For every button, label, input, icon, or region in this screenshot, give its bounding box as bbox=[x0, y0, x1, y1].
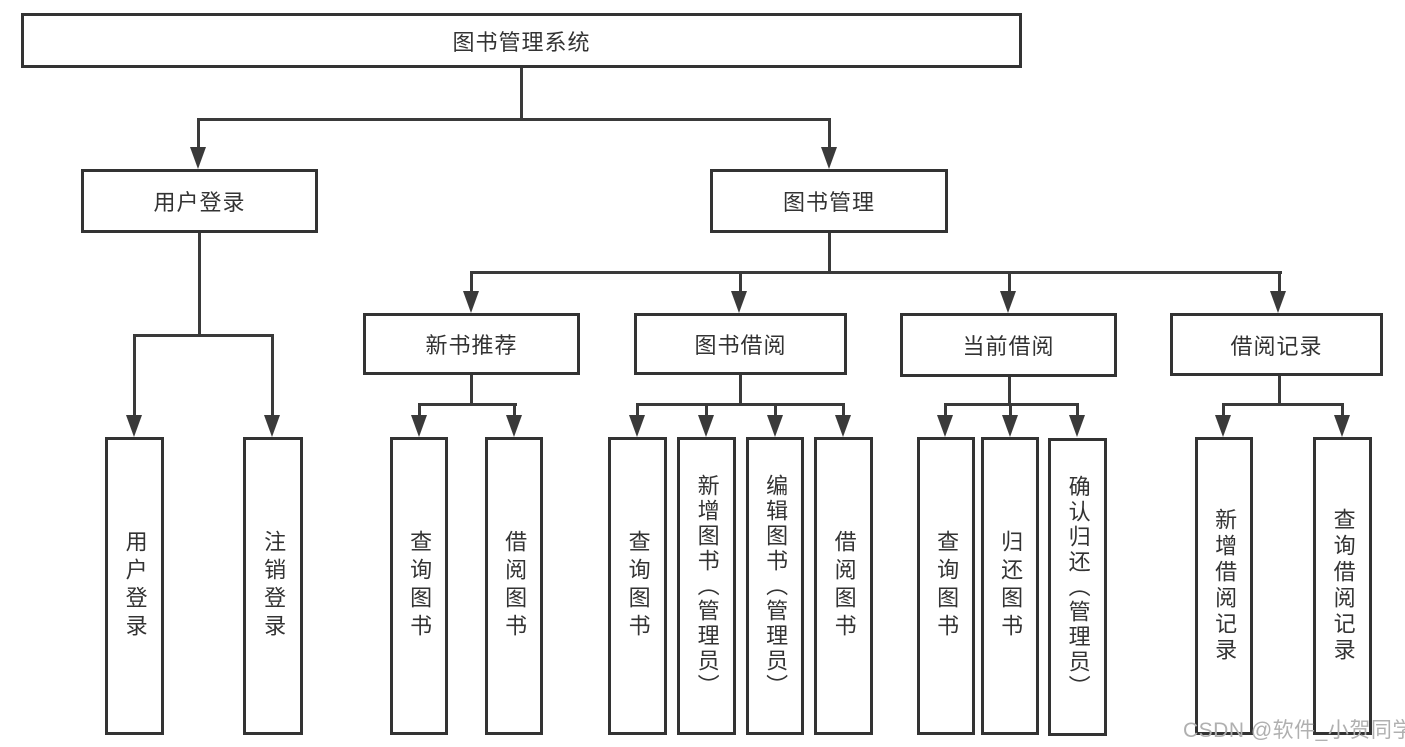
arrowhead-down-icon bbox=[190, 147, 206, 169]
leaf-borrow-book-2-label: 借阅图书 bbox=[831, 530, 857, 642]
line-segment bbox=[1076, 403, 1079, 417]
node-book-borrow: 图书借阅 bbox=[634, 313, 847, 375]
arrowhead-down-icon bbox=[1270, 291, 1286, 313]
line-segment bbox=[197, 118, 200, 150]
line-segment bbox=[133, 334, 274, 337]
arrowhead-down-icon bbox=[937, 415, 953, 437]
leaf-add-book-admin-label: 新增图书（管理员） bbox=[694, 473, 720, 699]
leaf-query-borrow-record-label: 查询借阅记录 bbox=[1330, 508, 1356, 664]
line-segment bbox=[944, 403, 947, 417]
node-user-login: 用户登录 bbox=[81, 169, 318, 233]
leaf-query-book-1-label: 查询图书 bbox=[407, 530, 433, 642]
arrowhead-down-icon bbox=[506, 415, 522, 437]
leaf-query-book-1: 查询图书 bbox=[390, 437, 448, 735]
node-current-borrow: 当前借阅 bbox=[900, 313, 1117, 377]
leaf-edit-book-admin: 编辑图书（管理员） bbox=[746, 437, 804, 735]
leaf-add-book-admin: 新增图书（管理员） bbox=[677, 437, 736, 735]
line-segment bbox=[470, 271, 1282, 274]
leaf-add-borrow-record: 新增借阅记录 bbox=[1195, 437, 1253, 735]
line-segment bbox=[1278, 271, 1281, 293]
leaf-query-borrow-record: 查询借阅记录 bbox=[1313, 437, 1372, 735]
arrowhead-down-icon bbox=[835, 415, 851, 437]
arrowhead-down-icon bbox=[629, 415, 645, 437]
leaf-user-login-label: 用户登录 bbox=[122, 530, 148, 642]
node-book-management-label: 图书管理 bbox=[782, 190, 875, 215]
arrowhead-down-icon bbox=[821, 147, 837, 169]
arrowhead-down-icon bbox=[731, 291, 747, 313]
arrowhead-down-icon bbox=[463, 291, 479, 313]
node-book-borrow-label: 图书借阅 bbox=[694, 333, 787, 358]
leaf-user-login: 用户登录 bbox=[105, 437, 164, 735]
leaf-return-book: 归还图书 bbox=[981, 437, 1039, 735]
arrowhead-down-icon bbox=[1000, 291, 1016, 313]
line-segment bbox=[774, 403, 777, 417]
arrowhead-down-icon bbox=[126, 415, 142, 437]
line-segment bbox=[842, 403, 845, 417]
line-segment bbox=[828, 118, 831, 150]
node-new-book-recommend: 新书推荐 bbox=[363, 313, 580, 375]
line-segment bbox=[1008, 271, 1011, 293]
arrowhead-down-icon bbox=[1069, 415, 1085, 437]
line-segment bbox=[197, 118, 831, 121]
line-segment bbox=[418, 403, 421, 417]
arrowhead-down-icon bbox=[767, 415, 783, 437]
leaf-confirm-return-admin: 确认归还（管理员） bbox=[1048, 438, 1107, 736]
line-segment bbox=[739, 271, 742, 293]
node-book-management: 图书管理 bbox=[710, 169, 948, 233]
arrowhead-down-icon bbox=[1334, 415, 1350, 437]
line-segment bbox=[520, 68, 523, 120]
line-segment bbox=[513, 403, 516, 417]
line-segment bbox=[198, 233, 201, 337]
line-segment bbox=[470, 271, 473, 293]
arrowhead-down-icon bbox=[264, 415, 280, 437]
node-root: 图书管理系统 bbox=[21, 13, 1022, 68]
leaf-borrow-book-2: 借阅图书 bbox=[814, 437, 873, 735]
line-segment bbox=[636, 403, 639, 417]
node-current-borrow-label: 当前借阅 bbox=[962, 334, 1055, 359]
node-user-login-label: 用户登录 bbox=[153, 190, 246, 215]
leaf-return-book-label: 归还图书 bbox=[998, 530, 1024, 642]
line-segment bbox=[1222, 403, 1225, 417]
line-segment bbox=[470, 375, 473, 406]
line-segment bbox=[271, 334, 274, 417]
leaf-add-borrow-record-label: 新增借阅记录 bbox=[1212, 508, 1238, 664]
line-segment bbox=[739, 375, 742, 406]
leaf-query-book-3-label: 查询图书 bbox=[934, 530, 960, 642]
node-borrow-records: 借阅记录 bbox=[1170, 313, 1383, 376]
leaf-borrow-book-1: 借阅图书 bbox=[485, 437, 543, 735]
node-root-label: 图书管理系统 bbox=[452, 29, 591, 55]
node-borrow-records-label: 借阅记录 bbox=[1230, 333, 1323, 359]
line-segment bbox=[1341, 403, 1344, 417]
arrowhead-down-icon bbox=[698, 415, 714, 437]
line-segment bbox=[1278, 376, 1281, 406]
line-segment bbox=[133, 334, 136, 417]
line-segment bbox=[1222, 403, 1344, 406]
line-segment bbox=[705, 403, 708, 417]
node-new-book-recommend-label: 新书推荐 bbox=[425, 333, 518, 358]
line-segment bbox=[418, 403, 517, 406]
csdn-watermark: CSDN @软件_小贺同学 bbox=[1183, 719, 1405, 742]
leaf-query-book-2-label: 查询图书 bbox=[625, 530, 651, 642]
line-segment bbox=[636, 403, 845, 406]
line-segment bbox=[1009, 403, 1012, 417]
line-segment bbox=[1008, 377, 1011, 406]
leaf-borrow-book-1-label: 借阅图书 bbox=[502, 530, 528, 642]
leaf-edit-book-admin-label: 编辑图书（管理员） bbox=[763, 473, 789, 699]
leaf-confirm-return-admin-label: 确认归还（管理员） bbox=[1065, 474, 1091, 700]
arrowhead-down-icon bbox=[411, 415, 427, 437]
line-segment bbox=[828, 233, 831, 274]
leaf-logout: 注销登录 bbox=[243, 437, 303, 735]
leaf-query-book-3: 查询图书 bbox=[917, 437, 975, 735]
leaf-query-book-2: 查询图书 bbox=[608, 437, 667, 735]
arrowhead-down-icon bbox=[1215, 415, 1231, 437]
arrowhead-down-icon bbox=[1002, 415, 1018, 437]
leaf-logout-label: 注销登录 bbox=[261, 530, 287, 642]
